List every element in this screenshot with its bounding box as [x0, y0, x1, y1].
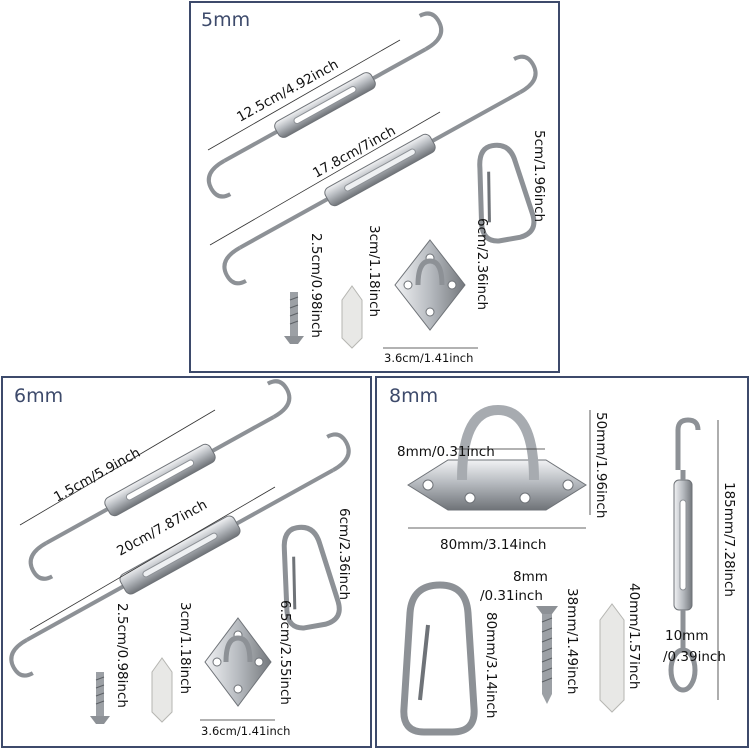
carabiner-width-label: 6cm/2.36inch: [474, 218, 490, 310]
carabiner-height-label: 6cm/2.36inch: [336, 508, 352, 600]
turnbuckle: [668, 417, 701, 693]
screw: [284, 292, 304, 344]
carabiner-wire-label-a: 8mm: [513, 569, 548, 585]
screw-label: 2.5cm/0.98inch: [114, 603, 130, 708]
carabiner-width-label: 6.5cm/2.55inch: [277, 600, 293, 705]
pad-eye-width-label: 3.6cm/1.41inch: [384, 351, 473, 365]
carabiner: [400, 581, 478, 736]
anchor-label: 40mm/1.57inch: [626, 583, 642, 689]
pad-eye-width-label: 80mm/3.14inch: [440, 537, 546, 553]
pad-eye-ring-label: 8mm/0.31inch: [397, 444, 495, 460]
anchor-label: 3cm/1.18inch: [366, 225, 382, 317]
turnbuckle-small: [28, 379, 292, 581]
carabiner-wire-label-b: /0.31inch: [480, 588, 543, 604]
panel-5mm: 5mm: [189, 1, 560, 373]
screw-label: 38mm/1.49inch: [564, 588, 580, 694]
turnbuckle-wire-label-b: /0.39inch: [663, 649, 726, 665]
panel-title: 8mm: [389, 385, 439, 407]
screw-label: 2.5cm/0.98inch: [308, 233, 324, 338]
wall-anchor: [151, 657, 173, 723]
screw: [90, 672, 110, 724]
carabiner-height-label: 5cm/1.96inch: [531, 130, 547, 222]
carabiner-height-label: 80mm/3.14inch: [483, 612, 499, 718]
panel-title: 6mm: [14, 385, 64, 407]
pad-eye-height-label: 50mm/1.96inch: [593, 412, 609, 518]
wall-anchor: [599, 603, 625, 713]
turnbuckle-large: [9, 432, 351, 678]
pad-eye: [394, 239, 466, 331]
turnbuckle-small: [206, 11, 444, 199]
pad-eye-width-label: 3.6cm/1.41inch: [201, 724, 290, 738]
wall-anchor: [341, 285, 363, 349]
turnbuckle-label: 185mm/7.28inch: [721, 482, 737, 597]
carabiner: [281, 524, 342, 631]
anchor-label: 3cm/1.18inch: [177, 602, 193, 694]
pad-eye: [204, 617, 272, 707]
panel-title: 5mm: [201, 9, 251, 31]
turnbuckle-large: [222, 54, 538, 286]
carabiner: [477, 142, 537, 244]
screw: [536, 606, 558, 704]
turnbuckle-wire-label-a: 10mm: [665, 628, 708, 644]
pad-eye: [407, 404, 587, 511]
